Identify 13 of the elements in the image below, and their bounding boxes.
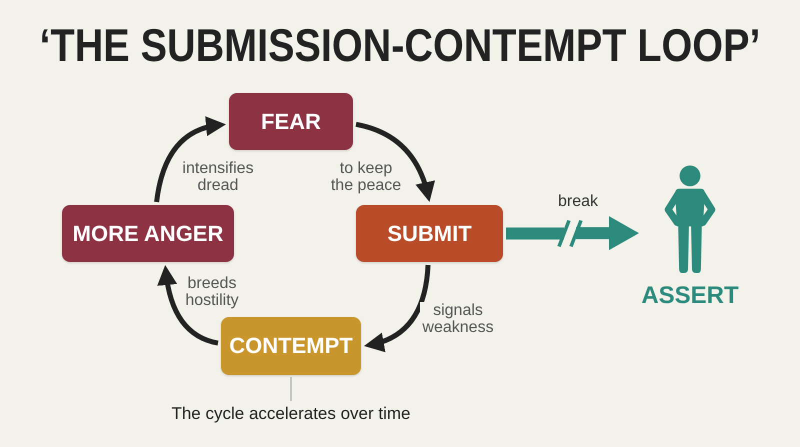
figure-label: ASSERT <box>641 282 739 310</box>
step-box: CONTEMPT <box>221 317 361 375</box>
leader-line <box>290 377 292 401</box>
title: ‘THE SUBMISSION-CONTEMPT LOOP’ <box>40 19 760 71</box>
arrow <box>154 117 226 202</box>
step-box: FEAR <box>229 93 353 150</box>
step-box: SUBMIT <box>356 205 503 262</box>
note-text: The cycle accelerates over time <box>160 403 422 425</box>
arrow <box>364 264 431 352</box>
arrow <box>158 265 219 346</box>
edge-label: to keep the peace <box>329 160 403 194</box>
step-box: MORE ANGER <box>62 205 234 262</box>
arrow <box>355 122 434 202</box>
